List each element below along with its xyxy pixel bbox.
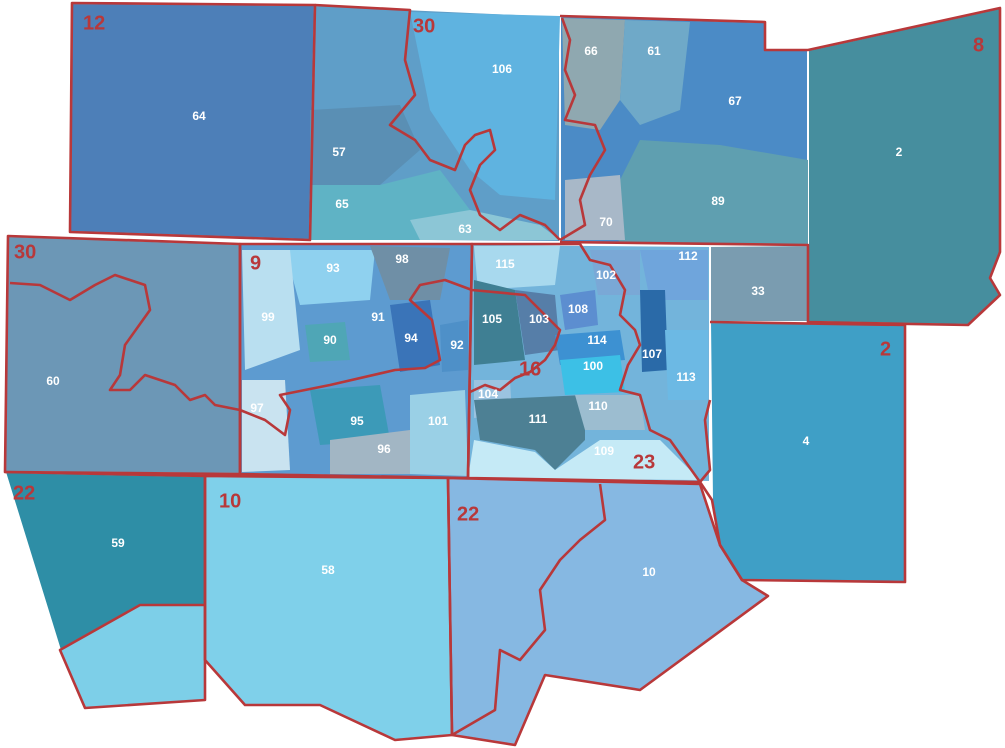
house-label: 107: [642, 347, 662, 361]
house-label: 103: [529, 312, 549, 326]
senate-label: 16: [519, 358, 541, 380]
house-label: 114: [587, 333, 607, 347]
senate-label: 30: [413, 15, 435, 37]
patch-108: [560, 290, 598, 330]
house-label: 61: [647, 44, 661, 58]
house-label: 113: [676, 370, 696, 384]
house-label: 63: [458, 222, 472, 236]
senate-label: 2: [880, 338, 891, 360]
patch-63: [410, 210, 560, 240]
patch-115: [474, 246, 560, 290]
senate-label: 12: [83, 12, 105, 34]
house-label: 4: [803, 434, 810, 448]
patch-70: [565, 175, 625, 240]
house-label: 108: [568, 302, 588, 316]
boundary-d2: [698, 320, 907, 584]
patch-101: [410, 390, 468, 476]
patch-106: [410, 12, 560, 200]
patch-98: [370, 246, 450, 300]
patch-96: [330, 430, 410, 474]
patch-92: [440, 320, 468, 372]
house-label: 33: [751, 284, 765, 298]
boundary-d8-east-north: [559, 6, 1002, 327]
house-label: 93: [326, 261, 340, 275]
patch-109: [468, 440, 700, 480]
patch-112: [640, 250, 708, 300]
house-label: 90: [323, 333, 337, 347]
house-label: 59: [111, 536, 125, 550]
house-label: 92: [450, 338, 464, 352]
patch-100: [560, 355, 625, 395]
patch-99: [242, 250, 300, 370]
house-label: 57: [332, 145, 346, 159]
patch-90: [305, 322, 350, 362]
patch-97: [242, 380, 290, 472]
patch-113: [665, 330, 708, 400]
house-label: 89: [711, 194, 725, 208]
boundary-d16-d23: [466, 242, 702, 484]
senate-label: 22: [13, 482, 35, 504]
county-east[interactable]: [708, 320, 906, 584]
patch-93: [285, 250, 375, 305]
patch-95: [310, 385, 390, 445]
boundary-d8-inner: [559, 17, 607, 242]
patch-89: [600, 140, 808, 245]
county-far-northeast[interactable]: [807, 6, 1002, 327]
house-label: 67: [728, 94, 742, 108]
senate-label: 30: [14, 241, 36, 263]
house-label: 97: [250, 401, 264, 415]
boundary-d22-south: [446, 476, 770, 747]
house-label: 112: [678, 249, 698, 263]
senate-label: 23: [633, 451, 655, 473]
patch-94: [390, 300, 440, 372]
patch-107: [640, 290, 668, 372]
house-label: 60: [46, 374, 60, 388]
house-label: 102: [596, 268, 616, 282]
house-label: 96: [377, 442, 391, 456]
house-label: 111: [529, 412, 548, 426]
senate-label: 22: [457, 503, 479, 525]
house-label: 70: [599, 215, 613, 229]
house-label: 106: [492, 62, 512, 76]
senate-labels: 12 30 8 30 9 16 23 2 22 10 22: [13, 12, 984, 525]
house-label: 104: [478, 387, 498, 401]
patch-110: [575, 395, 645, 430]
house-label: 2: [896, 145, 903, 159]
house-label: 101: [428, 414, 448, 428]
house-label: 105: [482, 312, 502, 326]
patch-66: [562, 18, 625, 130]
patch-61: [620, 20, 690, 125]
house-label: 10: [642, 565, 656, 579]
patch-103: [515, 290, 560, 355]
house-label: 65: [335, 197, 349, 211]
house-label: 64: [192, 109, 206, 123]
house-label: 66: [584, 44, 598, 58]
house-label: 110: [588, 399, 608, 413]
house-label: 100: [583, 359, 603, 373]
house-labels: 64 106 57 65 63 66 61 67 70 89 2 93 98 9…: [46, 44, 902, 579]
house-label: 109: [594, 444, 614, 458]
house-label: 98: [395, 252, 409, 266]
house-label: 58: [321, 563, 335, 577]
patch-105: [474, 280, 525, 365]
senate-label: 8: [973, 34, 984, 56]
house-label: 99: [261, 310, 275, 324]
house-label: 115: [495, 257, 515, 271]
boundary-d12: [68, 1, 317, 242]
house-label: 94: [404, 331, 418, 345]
senate-district-boundaries: [3, 1, 1002, 747]
house-label: 91: [371, 310, 385, 324]
boundary-d30-north: [314, 3, 561, 241]
house-label: 95: [350, 414, 364, 428]
subdistrict-shading: [242, 12, 808, 480]
patch-111: [474, 395, 585, 470]
senate-label: 9: [250, 252, 261, 274]
senate-label: 10: [219, 490, 241, 512]
